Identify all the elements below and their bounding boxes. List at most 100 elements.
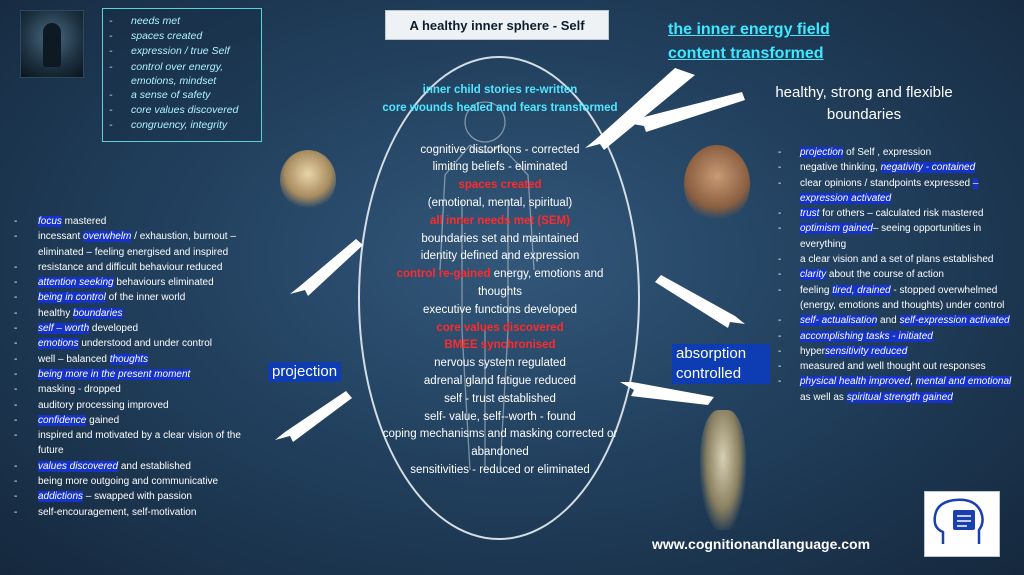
right-item: hypersensitivity reduced: [776, 344, 1016, 359]
left-list: focus masteredincessant overwhelm / exha…: [12, 214, 268, 520]
brain-book-logo-icon: [924, 491, 1000, 557]
left-text: gained: [86, 414, 120, 426]
energy-title-line-1: the inner energy field: [668, 21, 830, 38]
left-item: focus mastered: [12, 214, 268, 230]
left-item: emotions understood and under control: [12, 336, 268, 352]
left-item: inspired and motivated by a clear vision…: [12, 428, 268, 459]
left-highlight: emotions: [38, 338, 79, 350]
arrow-icon: [290, 239, 363, 296]
left-highlight: thoughts: [109, 353, 149, 365]
projection-label: projection: [268, 362, 342, 382]
left-text: masking - dropped: [38, 384, 121, 396]
arrow-icon: [655, 275, 745, 328]
right-text: – seeing opportunities in everything: [800, 223, 982, 250]
man-photo: [684, 145, 750, 223]
center-item: adrenal gland fatigue reduced: [423, 374, 577, 387]
left-text: developed: [89, 323, 139, 335]
left-item: being more outgoing and communicative: [12, 474, 268, 490]
center-item: nervous system regulated: [434, 357, 566, 370]
center-list: inner child stories re-written core woun…: [362, 82, 638, 480]
right-highlight: accomplishing tasks - initiated: [800, 330, 933, 342]
center-cyan-item: inner child stories re-written: [422, 84, 578, 96]
right-text: of Self , expression: [843, 147, 932, 158]
left-text: incessant: [38, 231, 84, 243]
left-item: self – worth developed: [12, 321, 268, 337]
right-highlight: spiritual strength gained: [846, 391, 953, 403]
needs-box: needs metspaces createdexpression / true…: [102, 8, 262, 142]
left-item: confidence gained: [12, 413, 268, 429]
thumbnail-photo: [20, 10, 84, 78]
left-text: understood and under control: [78, 338, 213, 350]
right-highlight: projection: [800, 147, 844, 158]
right-text: negative thinking,: [800, 162, 881, 174]
center-item: limiting beliefs - eliminated: [432, 161, 568, 174]
right-text: feeling: [800, 284, 833, 296]
left-item: self-encouragement, self-motivation: [12, 505, 268, 521]
left-item: auditory processing improved: [12, 398, 268, 414]
right-text: ,: [910, 376, 916, 388]
left-item: being more in the present moment: [12, 367, 268, 383]
left-text: mastered: [61, 216, 107, 227]
left-item: well – balanced thoughts: [12, 352, 268, 367]
center-item: all inner needs met (SEM): [430, 214, 570, 227]
center-item: self- value, self--worth - found: [424, 410, 576, 423]
right-item: a clear vision and a set of plans establ…: [776, 252, 1016, 268]
right-highlight: clarity: [800, 269, 827, 281]
arrows: [275, 68, 745, 442]
left-text: auditory processing improved: [38, 399, 169, 411]
center-item: BMEE synchronised: [444, 339, 556, 352]
left-text: / exhaustion, burnout – eliminated – fee…: [38, 231, 236, 258]
left-item: addictions – swapped with passion: [12, 489, 268, 505]
center-item: spaces created: [458, 179, 542, 192]
right-item: physical health improved, mental and emo…: [776, 374, 1016, 405]
center-item-text: energy, emotions and thoughts: [477, 268, 604, 298]
right-highlight: negativity - contained: [880, 162, 976, 174]
needs-item: needs met: [109, 14, 261, 29]
boundaries-title-line-2: boundaries: [826, 106, 902, 123]
right-list: projection of Self , expressionnegative …: [776, 145, 1016, 405]
right-text: as well as: [800, 391, 847, 403]
right-item: clear opinions / standpoints expressed –…: [776, 176, 1016, 207]
inner-sphere-oval: [358, 56, 640, 540]
left-text: and established: [118, 460, 191, 472]
center-item: control re-gained energy, emotions and t…: [362, 266, 638, 302]
needs-item: spaces created: [109, 29, 261, 44]
needs-item: a sense of safety: [109, 88, 261, 103]
left-highlight: self – worth: [38, 323, 90, 335]
right-highlight: mental and emotional: [915, 376, 1012, 388]
arrow-icon: [628, 92, 745, 132]
left-text: self-encouragement, self-motivation: [38, 506, 197, 518]
arrow-icon: [585, 68, 695, 150]
right-highlight: self- actualisation: [800, 315, 878, 327]
left-item: resistance and difficult behaviour reduc…: [12, 260, 268, 276]
left-item: incessant overwhelm / exhaustion, burnou…: [12, 229, 268, 260]
left-text: of the inner world: [105, 292, 186, 304]
right-item: trust for others – calculated risk maste…: [776, 206, 1016, 222]
center-item: identity defined and expression: [420, 250, 580, 263]
left-highlight: values discovered: [38, 460, 119, 472]
right-item: optimism gained– seeing opportunities in…: [776, 221, 1016, 252]
right-item: projection of Self , expression: [776, 145, 1016, 161]
woman-photo: [280, 150, 336, 210]
right-highlight: trust: [800, 208, 820, 220]
right-item: clarity about the course of action: [776, 267, 1016, 283]
left-highlight: attention seeking: [38, 277, 114, 289]
left-item: attention seeking behaviours eliminated: [12, 275, 268, 291]
child-photo: [700, 410, 746, 530]
center-item: cognitive distortions - corrected: [420, 143, 580, 156]
website-url[interactable]: www.cognitionandlanguage.com: [652, 536, 871, 552]
energy-title-line-2: content transformed: [668, 45, 824, 62]
right-text: hyper: [800, 345, 826, 357]
right-item: negative thinking, negativity - containe…: [776, 160, 1016, 176]
center-cyan-item: core wounds healed and fears transformed: [382, 101, 618, 114]
left-highlight: being in control: [38, 292, 106, 304]
left-item: being in control of the inner world: [12, 290, 268, 306]
right-highlight: self-expression activated: [899, 315, 1010, 327]
right-highlight: optimism gained: [800, 223, 873, 235]
boundaries-title-line-1: healthy, strong and flexible: [775, 84, 953, 101]
arrow-icon: [620, 382, 714, 405]
right-highlight: physical health improved: [800, 376, 911, 388]
left-highlight: focus: [38, 216, 62, 227]
page-title: A healthy inner sphere - Self: [385, 10, 609, 40]
left-item: masking - dropped: [12, 382, 268, 398]
